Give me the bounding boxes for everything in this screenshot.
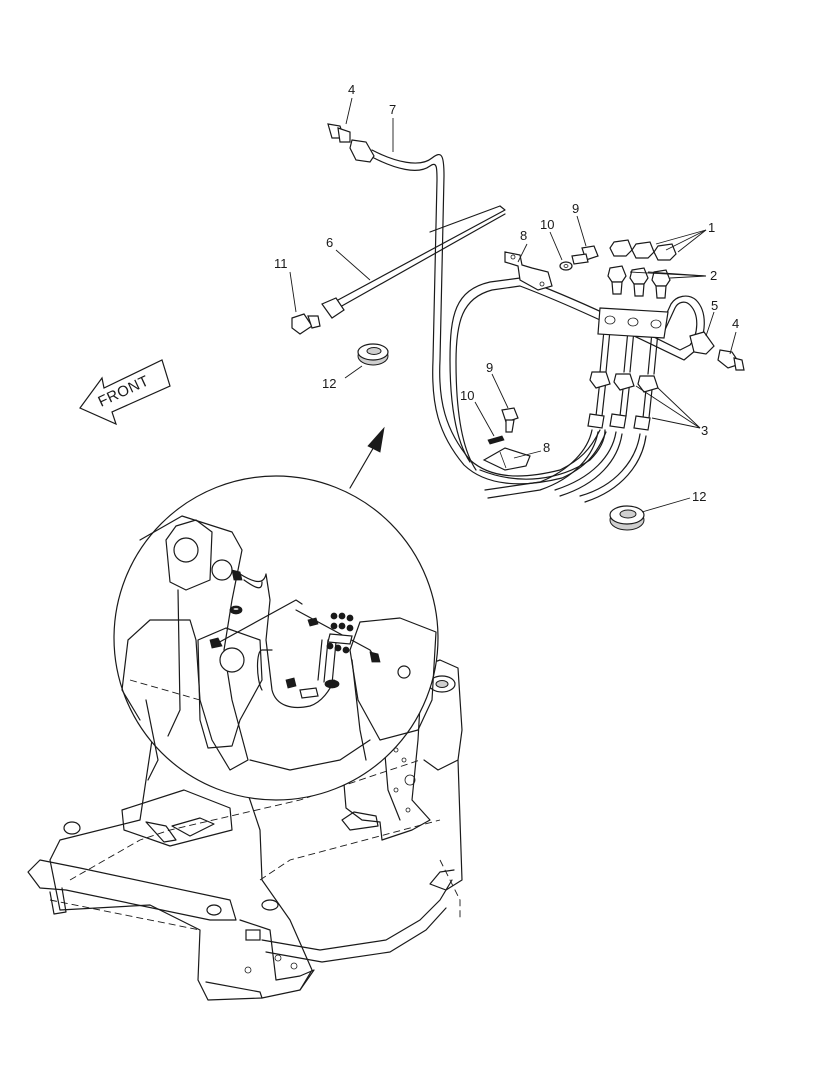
fitting-4-top [327,123,351,143]
callout-9-lower: 9 [486,360,493,375]
callout-7: 7 [389,102,396,117]
fittings-1 [609,239,677,261]
pipe-loop-right [449,277,705,480]
pipe-7 [371,149,607,485]
elbow-11 [291,313,321,335]
callout-5: 5 [711,298,718,313]
callout-labels: 4 7 6 11 12 8 10 9 1 2 5 4 3 9 10 8 12 [274,82,739,504]
magnifier-detail [113,475,439,801]
washer-10-upper [559,261,573,271]
bolt-9-lower [501,407,519,433]
fitting-6-nut [321,297,345,319]
callout-9-upper: 9 [572,201,579,216]
pipe-6 [337,205,506,308]
front-direction-arrow: FRONT [79,359,171,426]
manifold-plate [597,307,669,339]
callout-12-upper: 12 [322,376,336,391]
callout-12-lower: 12 [692,489,706,504]
bracket-8-upper [504,251,553,291]
grommet-12-lower [609,505,645,531]
callout-2: 2 [710,268,717,283]
detail-pointer-arrow [349,426,385,489]
callout-8-lower: 8 [543,440,550,455]
callout-8-upper: 8 [520,228,527,243]
callout-6: 6 [326,235,333,250]
bolt-9-upper [571,245,599,265]
callout-4-right: 4 [732,316,739,331]
callout-10-lower: 10 [460,388,474,403]
pipe-assembly [291,123,745,531]
callout-4-top: 4 [348,82,355,97]
grommet-12-upper [357,343,389,366]
bracket-8-lower [482,447,531,471]
callout-1: 1 [708,220,715,235]
fitting-4-right [717,349,745,371]
fittings-3 [587,371,659,431]
washer-10-lower [487,435,505,445]
callout-leaders [289,97,737,513]
callout-3: 3 [701,423,708,438]
callout-11: 11 [274,256,288,271]
fitting-7-nut [349,139,375,163]
callout-10-upper: 10 [540,217,554,232]
fittings-2 [607,265,671,299]
fitting-5 [689,331,715,355]
